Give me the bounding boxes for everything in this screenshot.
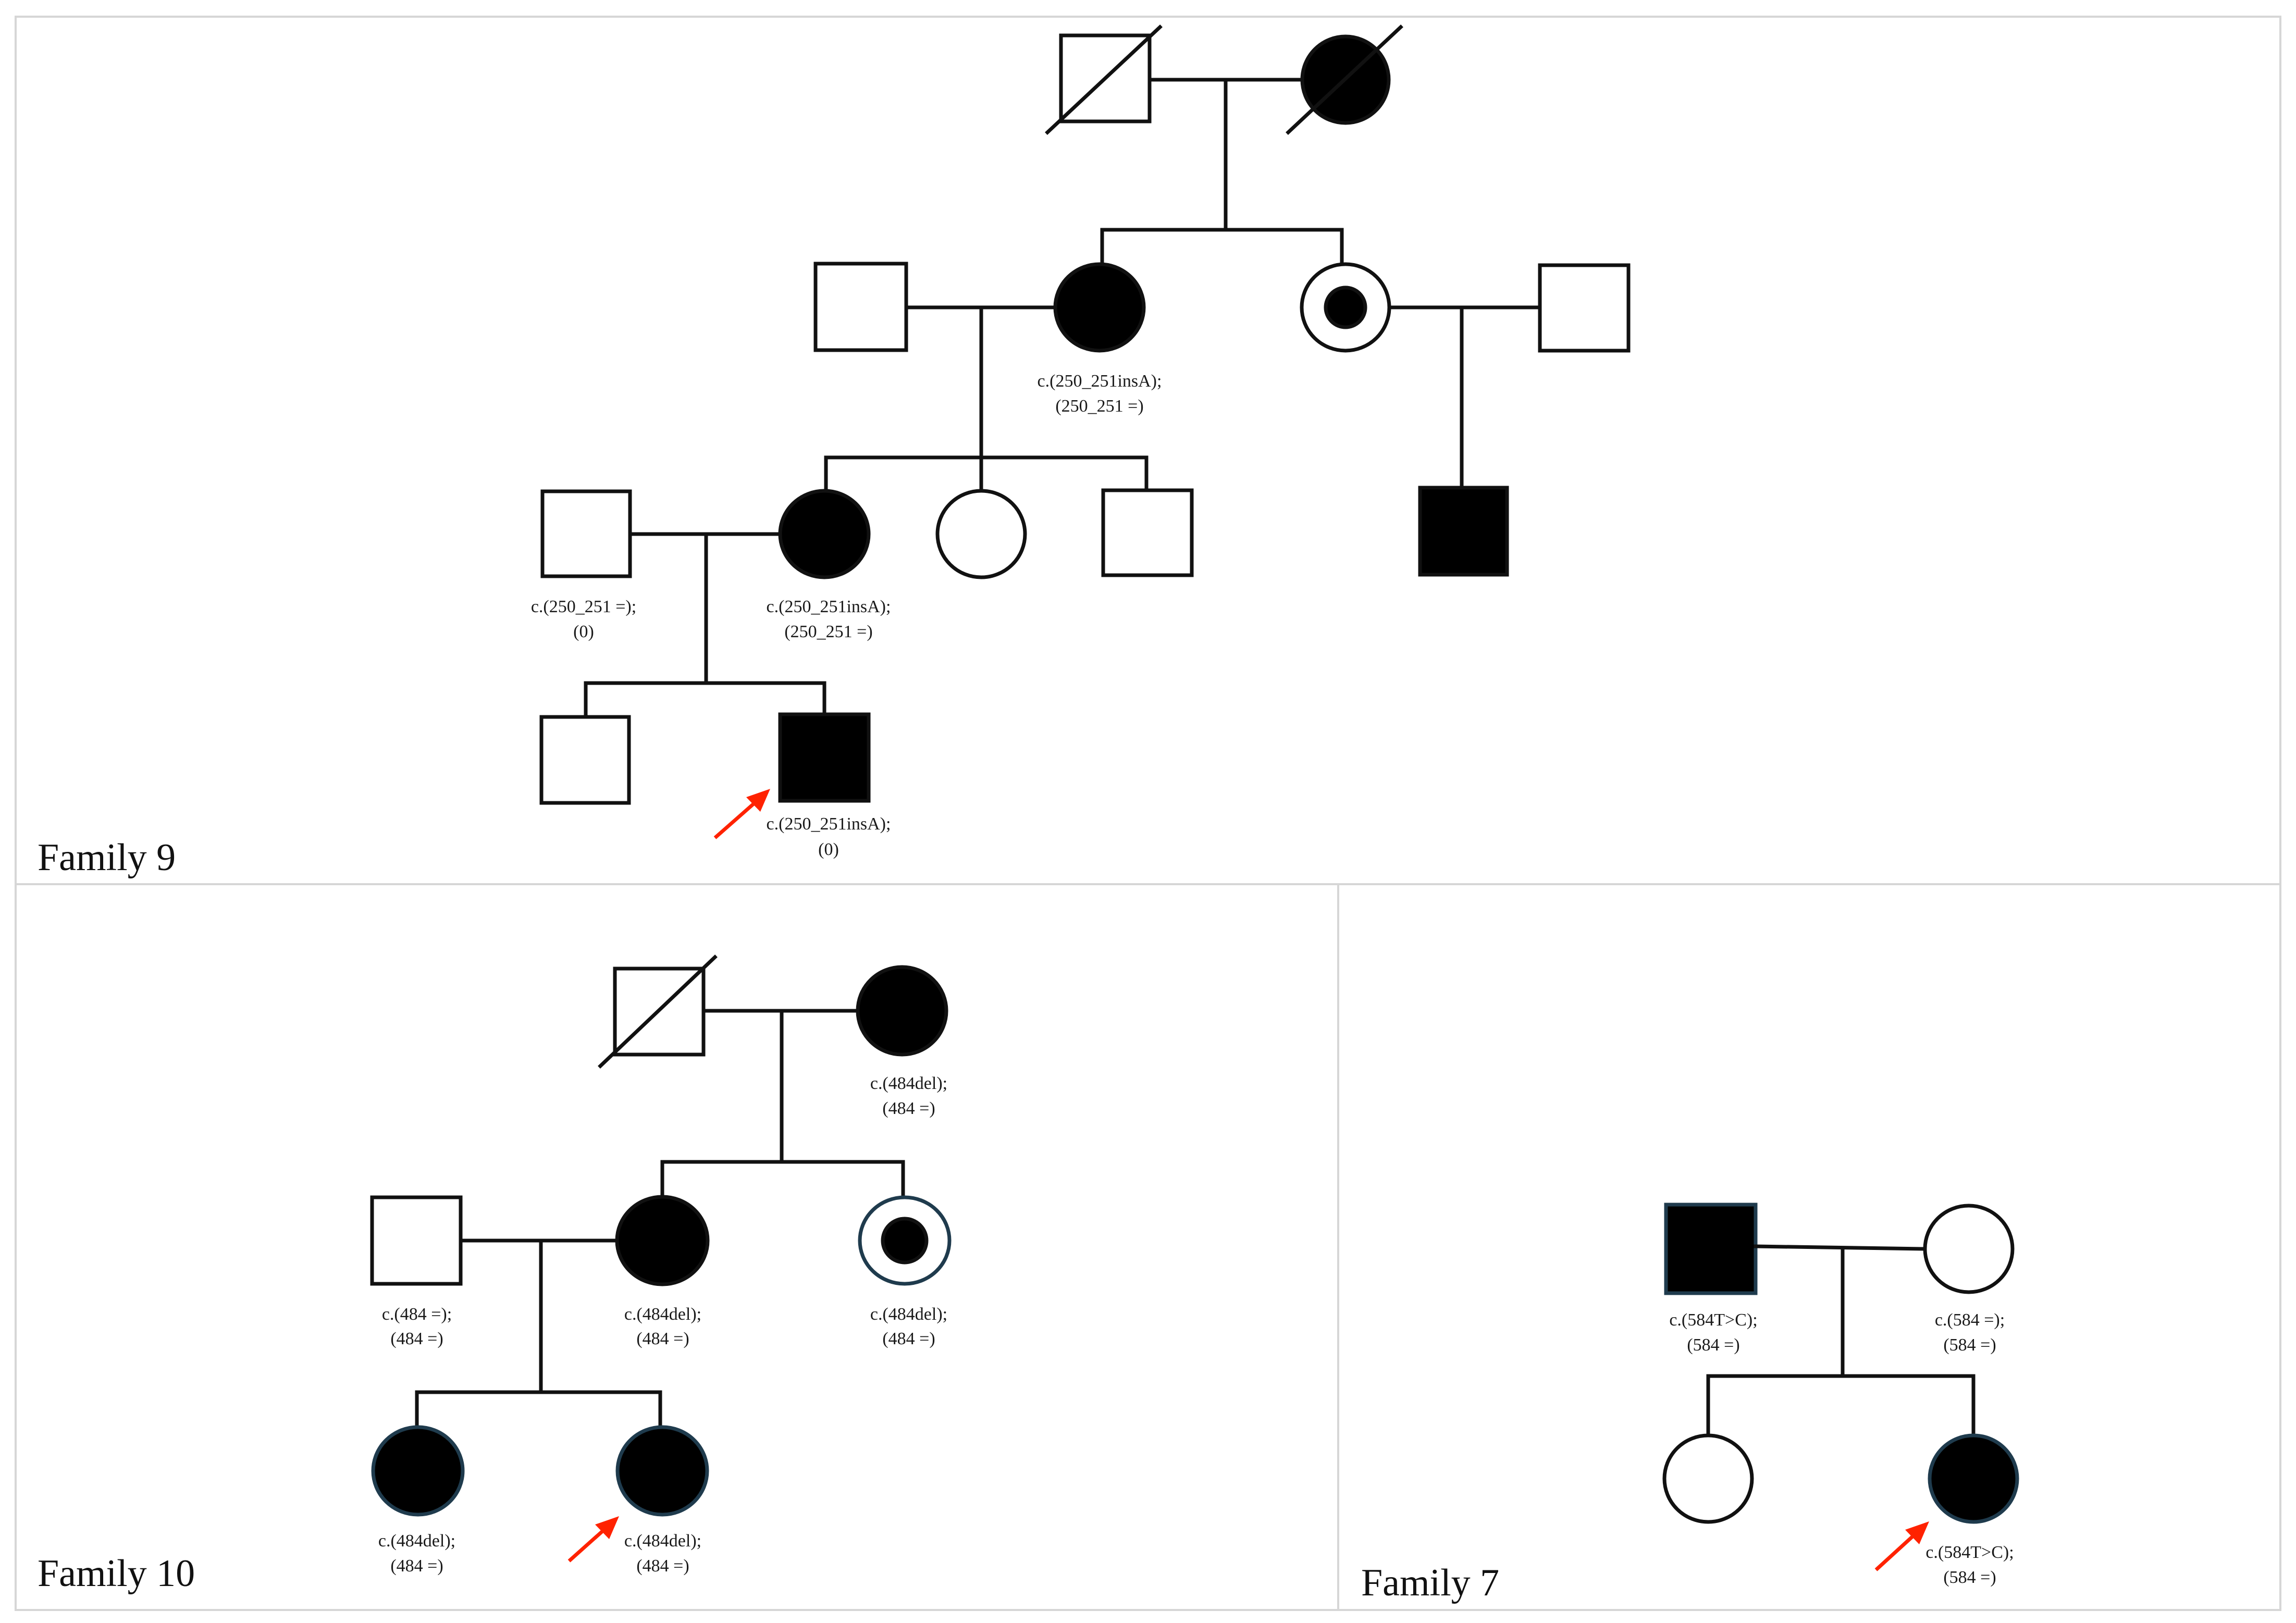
genotype-line-2: (0) xyxy=(818,840,839,859)
genotype-line-1: c.(584T>C); xyxy=(1925,1543,2014,1562)
affected-female xyxy=(1053,262,1146,353)
genotype-line-1: c.(584 =); xyxy=(1935,1310,2005,1330)
genotype-line-1: c.(484 =); xyxy=(382,1305,452,1324)
affected-male xyxy=(1664,1203,1758,1295)
genotype-line-2: (584 =) xyxy=(1943,1335,1996,1355)
genotype-line-1: c.(250_251 =); xyxy=(531,597,636,616)
affected-female xyxy=(856,965,948,1057)
genotype-line-2: (584 =) xyxy=(1687,1335,1739,1355)
genotype-line-2: (584 =) xyxy=(1943,1568,1996,1587)
affected-male xyxy=(1418,486,1509,577)
family-7-panel xyxy=(1337,883,2281,1611)
family-7-pedigree: c.(584T>C); (584 =) c.(584 =); (584 =) c… xyxy=(1662,1203,2019,1587)
unaffected-male xyxy=(540,489,632,578)
genotype-line-2: (250_251 =) xyxy=(784,622,872,641)
family-9-panel xyxy=(15,16,2281,885)
genotype-line-2: (484 =) xyxy=(390,1329,443,1348)
genotype-line-1: c.(484del); xyxy=(624,1305,701,1324)
genotype-line-1: c.(484del); xyxy=(624,1531,701,1551)
genotype-line-1: c.(250_251insA); xyxy=(767,597,891,616)
family-9-label: Family 9 xyxy=(38,836,176,879)
proband-affected-female xyxy=(1928,1433,2019,1524)
family-7-label: Family 7 xyxy=(1361,1562,1499,1604)
carrier-dot xyxy=(881,1217,929,1265)
unaffected-male xyxy=(1538,263,1631,353)
unaffected-male xyxy=(370,1195,463,1286)
family-10-label: Family 10 xyxy=(38,1552,195,1595)
deceased-slash xyxy=(1045,24,1163,135)
unaffected-female xyxy=(1662,1433,1754,1524)
family-10-pedigree: c.(484del); (484 =) c.(484 =); (484 =) c… xyxy=(370,955,952,1576)
unaffected-female xyxy=(935,489,1027,579)
genotype-line-1: c.(484del); xyxy=(870,1074,947,1093)
carrier-dot xyxy=(1324,286,1367,329)
genotype-line-1: c.(484del); xyxy=(378,1531,455,1551)
deceased-slash xyxy=(1286,24,1403,135)
genotype-line-2: (484 =) xyxy=(882,1329,935,1348)
proband-arrow xyxy=(713,789,770,839)
affected-female xyxy=(778,489,871,579)
genotype-line-1: c.(250_251insA); xyxy=(1038,371,1162,391)
affected-female xyxy=(615,1195,710,1286)
genotype-line-1: c.(250_251insA); xyxy=(767,814,891,834)
genotype-line-2: (484 =) xyxy=(390,1556,443,1576)
family-9-pedigree: c.(250_251insA); (250_251 =) c.(250_251 … xyxy=(531,24,1631,859)
unaffected-male xyxy=(1101,488,1194,577)
affected-female xyxy=(371,1425,465,1517)
unaffected-male xyxy=(539,715,631,805)
genotype-line-2: (0) xyxy=(573,622,594,641)
genotype-line-2: (484 =) xyxy=(882,1099,935,1118)
proband-affected-female xyxy=(615,1425,709,1517)
genotype-line-2: (250_251 =) xyxy=(1055,397,1143,416)
proband-affected-male xyxy=(778,712,871,803)
proband-arrow xyxy=(567,1516,619,1563)
unaffected-female xyxy=(1923,1204,2015,1294)
genotype-line-1: c.(484del); xyxy=(870,1305,947,1324)
unaffected-male xyxy=(813,262,908,352)
genotype-line-2: (484 =) xyxy=(636,1556,689,1576)
proband-arrow xyxy=(1874,1521,1929,1571)
marriage-line xyxy=(1754,1244,1927,1251)
deceased-slash xyxy=(598,955,718,1069)
genotype-line-1: c.(584T>C); xyxy=(1669,1310,1757,1330)
genotype-line-2: (484 =) xyxy=(636,1329,689,1348)
